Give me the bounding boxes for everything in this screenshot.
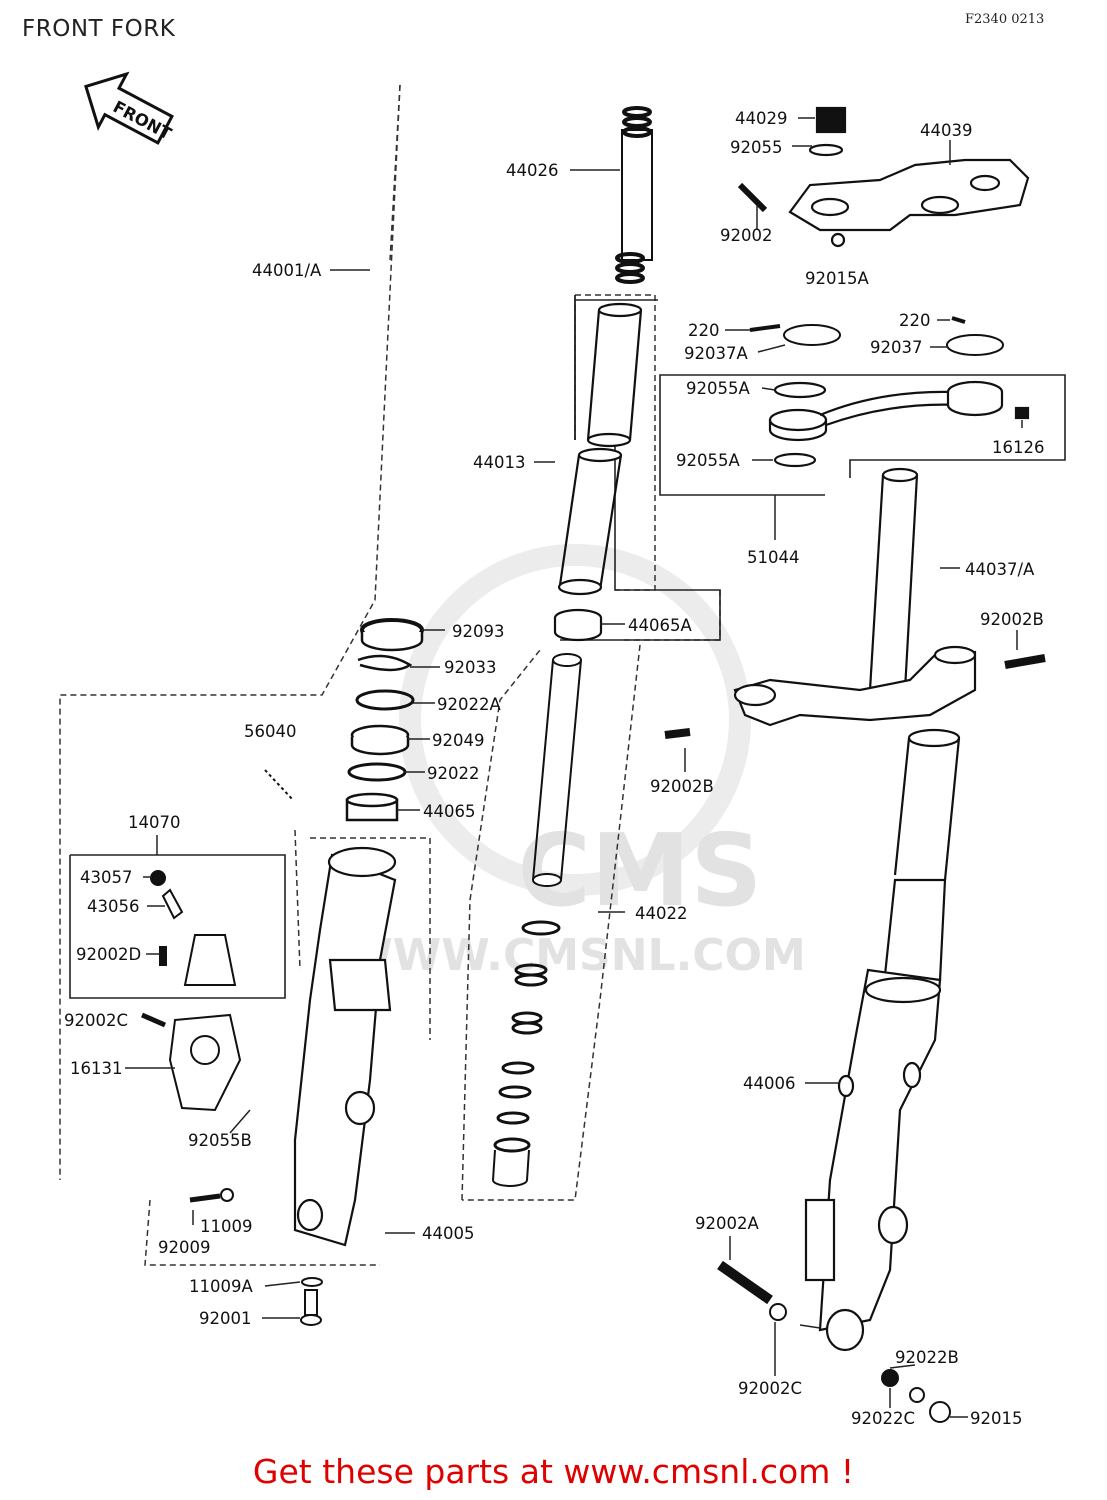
- label-43057: 43057: [80, 868, 133, 887]
- label-220-a: 220: [688, 321, 720, 340]
- label-43056: 43056: [87, 897, 140, 916]
- watermark-brand: CMS: [518, 812, 763, 929]
- group-brackets: [69, 295, 1066, 999]
- label-92022B: 92022B: [895, 1348, 959, 1367]
- page-title: FRONT FORK: [22, 16, 176, 42]
- part-labels: 44029 44039 92055 44026 92002 92015A 440…: [64, 109, 1045, 1428]
- cta-link[interactable]: Get these parts at www.cmsnl.com !: [252, 1452, 855, 1491]
- part-axle-hardware: [664, 728, 951, 1423]
- label-92009: 92009: [158, 1238, 211, 1257]
- label-92002B-mid: 92002B: [650, 777, 714, 796]
- label-92033: 92033: [444, 658, 497, 677]
- label-44029: 44029: [735, 109, 788, 128]
- label-92002B-top: 92002B: [980, 610, 1044, 629]
- label-16131: 16131: [70, 1059, 123, 1078]
- label-92055B: 92055B: [188, 1131, 252, 1150]
- label-44022: 44022: [635, 904, 688, 923]
- part-bottom-bolts: [189, 769, 323, 1326]
- label-92055A-top: 92055A: [686, 379, 750, 398]
- label-92002C-right: 92002C: [738, 1379, 802, 1398]
- label-44005: 44005: [422, 1224, 475, 1243]
- leader-lines: [125, 117, 1023, 1418]
- label-92015A: 92015A: [805, 269, 869, 288]
- label-44065A: 44065A: [628, 616, 692, 635]
- label-92002A: 92002A: [695, 1214, 759, 1233]
- watermark-url: WWW.CMSNL.COM: [344, 930, 806, 981]
- label-44001A: 44001/A: [252, 261, 322, 280]
- label-92022: 92022: [427, 764, 480, 783]
- part-44006-outer-tube-right: [804, 728, 961, 1352]
- front-direction-arrow: FRONT: [84, 71, 175, 145]
- label-44037A: 44037/A: [965, 560, 1035, 579]
- part-44039-top-bridge: [737, 106, 1030, 248]
- part-seal-stack: [345, 618, 424, 822]
- part-44026-spring: [615, 106, 653, 284]
- part-44037A-steering-stem: [733, 467, 1046, 727]
- label-44006: 44006: [743, 1074, 796, 1093]
- part-16131-caliper-bracket: [141, 1012, 242, 1112]
- watermark: CMS WWW.CMSNL.COM: [344, 544, 806, 981]
- label-92055A-bot: 92055A: [676, 451, 740, 470]
- part-lower-spring-stack: [491, 920, 561, 1187]
- label-92037A: 92037A: [684, 344, 748, 363]
- label-44013: 44013: [473, 453, 526, 472]
- part-14070-air-valve: [150, 870, 237, 986]
- label-92002C-left: 92002C: [64, 1011, 128, 1030]
- part-44022-damper-rod: [532, 653, 582, 887]
- label-16126: 16126: [992, 438, 1045, 457]
- label-92002D: 92002D: [76, 945, 141, 964]
- label-14070: 14070: [128, 813, 181, 832]
- part-44013-inner-tube: [553, 302, 643, 642]
- label-92093: 92093: [452, 622, 505, 641]
- label-56040: 56040: [244, 722, 297, 741]
- label-44026: 44026: [506, 161, 559, 180]
- label-92002: 92002: [720, 226, 773, 245]
- label-92022C: 92022C: [851, 1409, 915, 1428]
- label-92037: 92037: [870, 338, 923, 357]
- part-44005-outer-tube-left: [293, 846, 397, 1247]
- label-220-b: 220: [899, 311, 931, 330]
- label-11009A: 11009A: [189, 1277, 253, 1296]
- label-51044: 51044: [747, 548, 800, 567]
- label-44065: 44065: [423, 802, 476, 821]
- label-44039: 44039: [920, 121, 973, 140]
- part-51044-bracket: [768, 380, 1030, 468]
- label-92049: 92049: [432, 731, 485, 750]
- label-92015: 92015: [970, 1409, 1023, 1428]
- label-92001: 92001: [199, 1309, 252, 1328]
- label-92055: 92055: [730, 138, 783, 157]
- label-92022A: 92022A: [437, 695, 501, 714]
- part-pinch-clamps: [749, 316, 1004, 356]
- label-11009: 11009: [200, 1217, 253, 1236]
- drawing-code: F2340 0213: [965, 12, 1045, 27]
